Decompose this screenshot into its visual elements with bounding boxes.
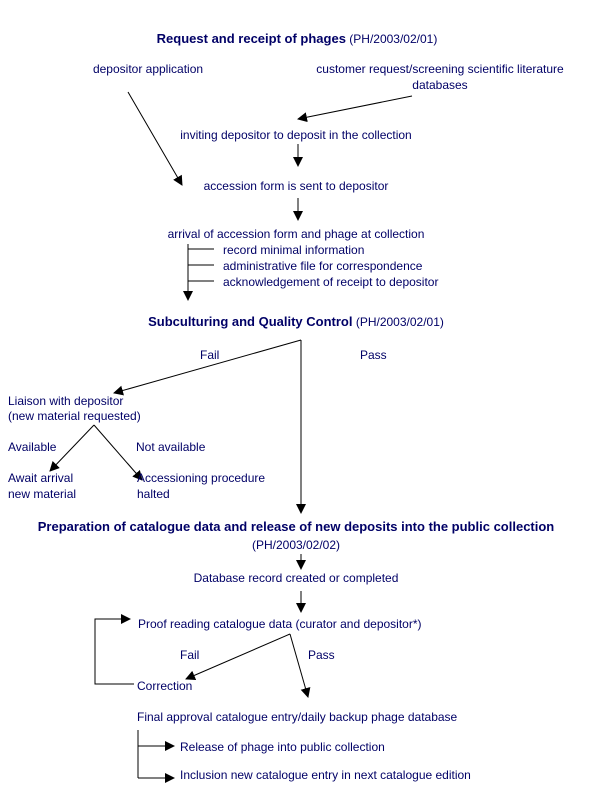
inviting-depositor: inviting depositor to deposit in the col…	[180, 128, 412, 142]
qc-heading: Subculturing and Quality Control (PH/200…	[148, 314, 444, 330]
arrow-proof-fail-to-correction	[185, 633, 291, 681]
substep-record-minimal: record minimal information	[223, 243, 365, 257]
halted-line1: Accessioning procedure	[137, 471, 266, 485]
substep-administrative-file: administrative file for correspondence	[223, 259, 423, 273]
customer-request-line1: customer request/screening scientific li…	[316, 62, 564, 76]
qc-ref: (PH/2003/02/01)	[355, 315, 444, 329]
arrival-at-collection: arrival of accession form and phage at c…	[167, 227, 425, 241]
substep-acknowledgement: acknowledgement of receipt to depositor	[223, 275, 439, 289]
proof-reading: Proof reading catalogue data (curator an…	[138, 617, 422, 631]
liaison-line1: Liaison with depositor	[8, 394, 124, 408]
await-line2: new material	[8, 487, 77, 501]
request-heading: Request and receipt of phages (PH/2003/0…	[156, 31, 438, 47]
arrow-liaison-to-await	[49, 424, 95, 472]
database-record: Database record created or completed	[193, 571, 399, 585]
inclusion-catalogue: Inclusion new catalogue entry in next ca…	[180, 768, 471, 782]
qc-title: Subculturing and Quality Control	[148, 314, 353, 329]
customer-request-line2: databases	[412, 78, 468, 92]
arrow-customer-to-inviting	[297, 95, 413, 123]
available-label: Available	[8, 440, 57, 454]
not-available-label: Not available	[136, 440, 206, 454]
loop-correction-to-proof	[94, 614, 134, 685]
liaison-line2: (new material requested)	[8, 409, 141, 423]
arrow-liaison-to-halted	[93, 424, 143, 481]
accession-form-sent: accession form is sent to depositor	[203, 179, 389, 193]
release-to-public: Release of phage into public collection	[180, 740, 385, 754]
correction: Correction	[137, 679, 193, 693]
proof-fail-label: Fail	[180, 648, 200, 662]
arrow-qc-fail-to-liaison	[113, 339, 302, 396]
final-approval: Final approval catalogue entry/daily bac…	[137, 710, 458, 724]
arrow-depositor-to-accession	[127, 91, 183, 186]
proof-pass-label: Pass	[308, 648, 335, 662]
await-line1: Await arrival	[8, 471, 74, 485]
qc-pass-label: Pass	[360, 348, 387, 362]
depositor-application: depositor application	[92, 62, 204, 76]
qc-fail-label: Fail	[200, 348, 220, 362]
request-ref: (PH/2003/02/01)	[349, 32, 438, 46]
halted-line2: halted	[137, 487, 170, 501]
request-title: Request and receipt of phages	[156, 31, 346, 46]
arrow-proof-pass-to-final	[289, 633, 311, 698]
prep-title: Preparation of catalogue data and releas…	[37, 519, 555, 534]
prep-ref: (PH/2003/02/02)	[251, 538, 341, 552]
